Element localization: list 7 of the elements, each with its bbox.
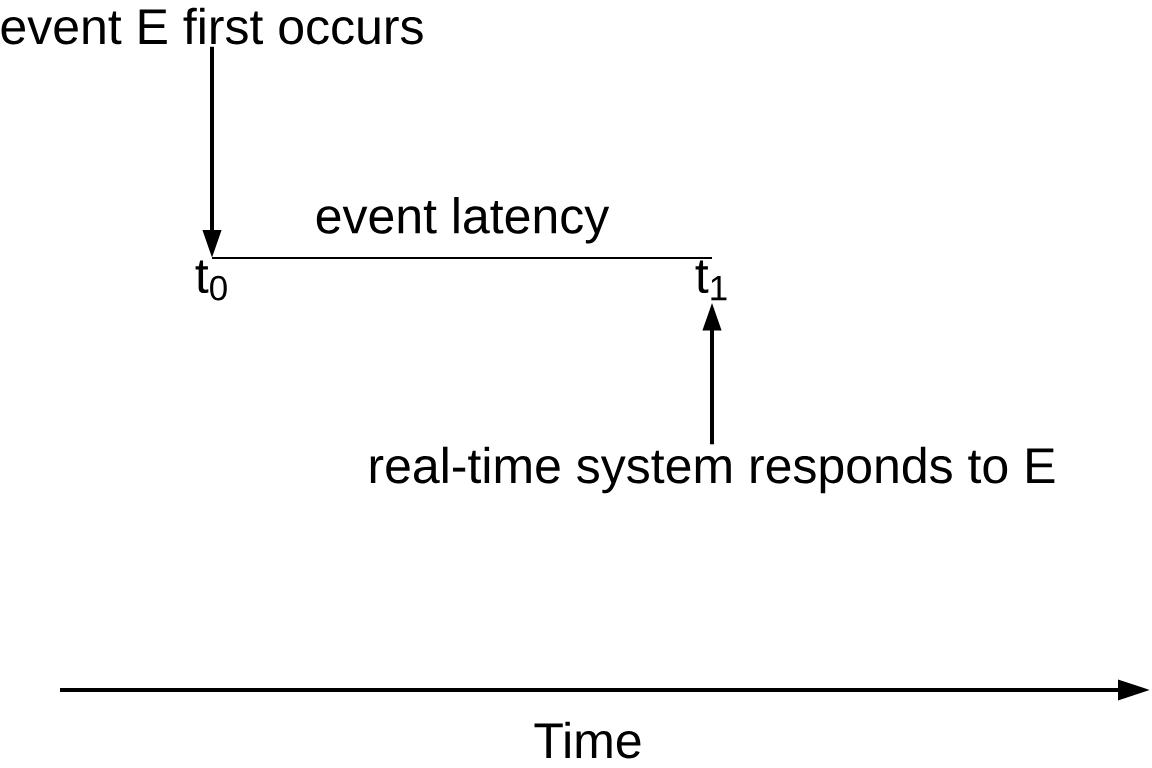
latency-line [211,257,713,259]
edge-label: event latency [316,197,610,244]
text-label: real-time system responds to E [370,446,1055,494]
text-label: t$_{1}$ [695,260,727,301]
text-label: t$_{0}$ [195,260,227,301]
text-label: event E first occurs [1,7,423,45]
axis-label: Time [534,721,641,759]
